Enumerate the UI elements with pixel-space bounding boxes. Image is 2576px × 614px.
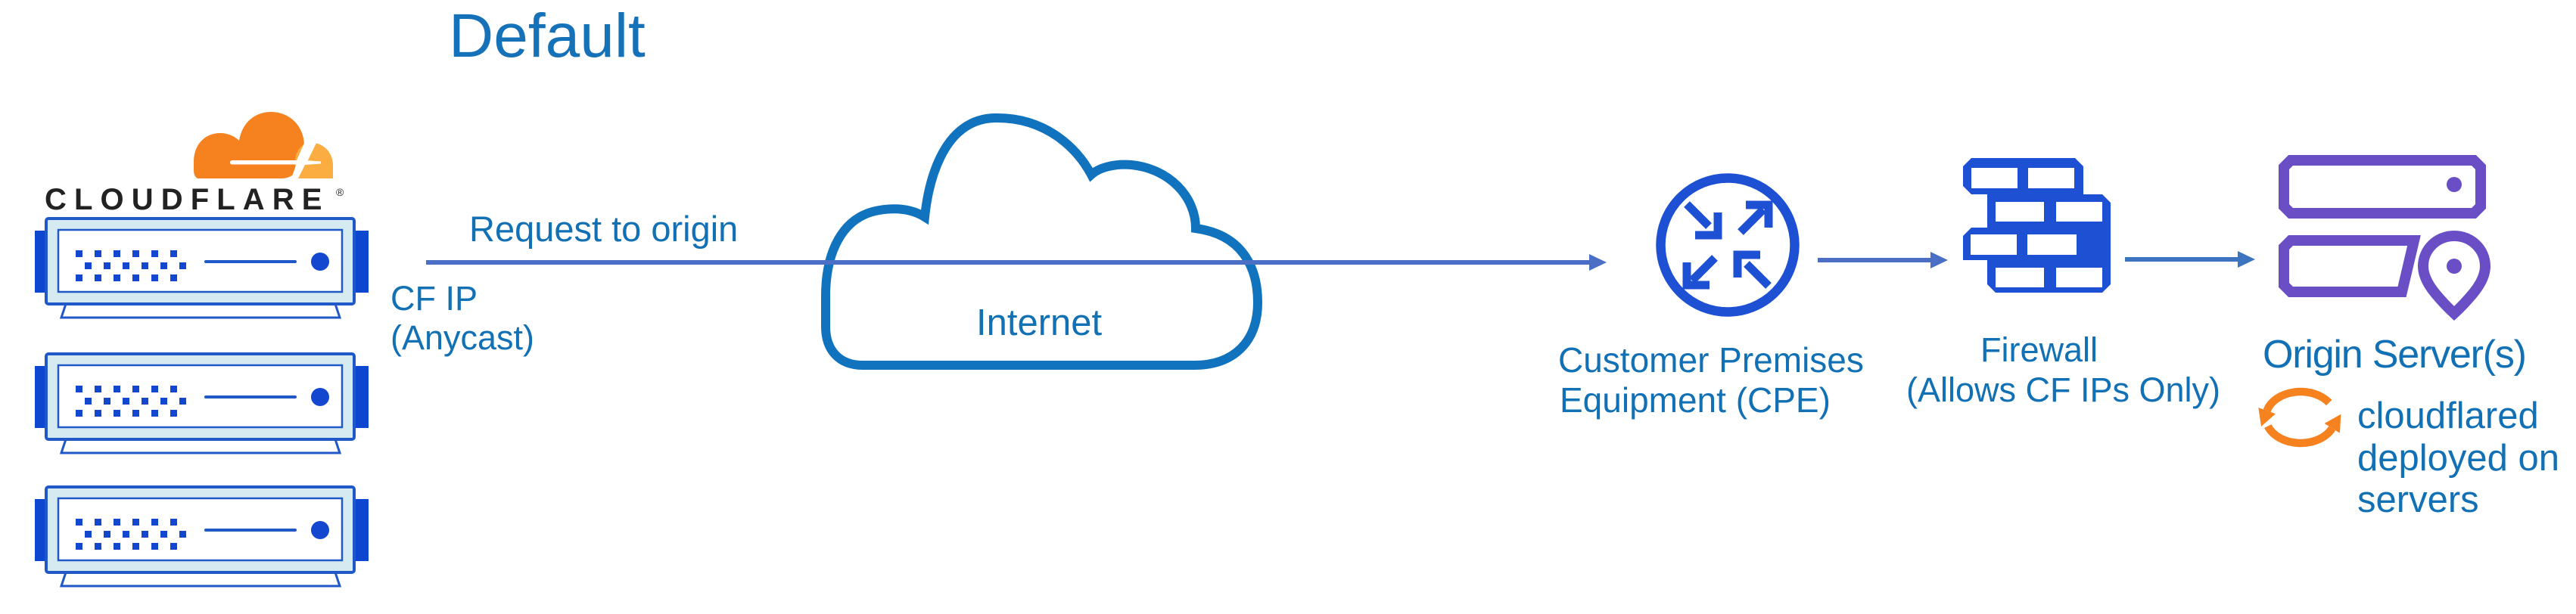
svg-text:Origin Server(s): Origin Server(s): [2263, 333, 2526, 377]
svg-text:servers: servers: [2357, 479, 2479, 520]
svg-text:(Anycast): (Anycast): [390, 318, 534, 357]
svg-text:Customer Premises: Customer Premises: [1558, 340, 1864, 380]
svg-text:(Allows CF IPs Only): (Allows CF IPs Only): [1906, 371, 2220, 409]
svg-text:CF IP: CF IP: [390, 279, 478, 318]
svg-text:Firewall: Firewall: [1980, 330, 2098, 369]
svg-text:Equipment (CPE): Equipment (CPE): [1560, 380, 1831, 420]
svg-text:Internet: Internet: [976, 302, 1103, 343]
svg-text:Default: Default: [449, 2, 646, 70]
svg-text:cloudflared: cloudflared: [2357, 395, 2539, 436]
svg-text:deployed on: deployed on: [2357, 438, 2559, 479]
svg-text:Request to origin: Request to origin: [469, 209, 738, 249]
svg-text:®: ®: [336, 186, 344, 198]
svg-text:CLOUDFLARE: CLOUDFLARE: [45, 183, 330, 216]
